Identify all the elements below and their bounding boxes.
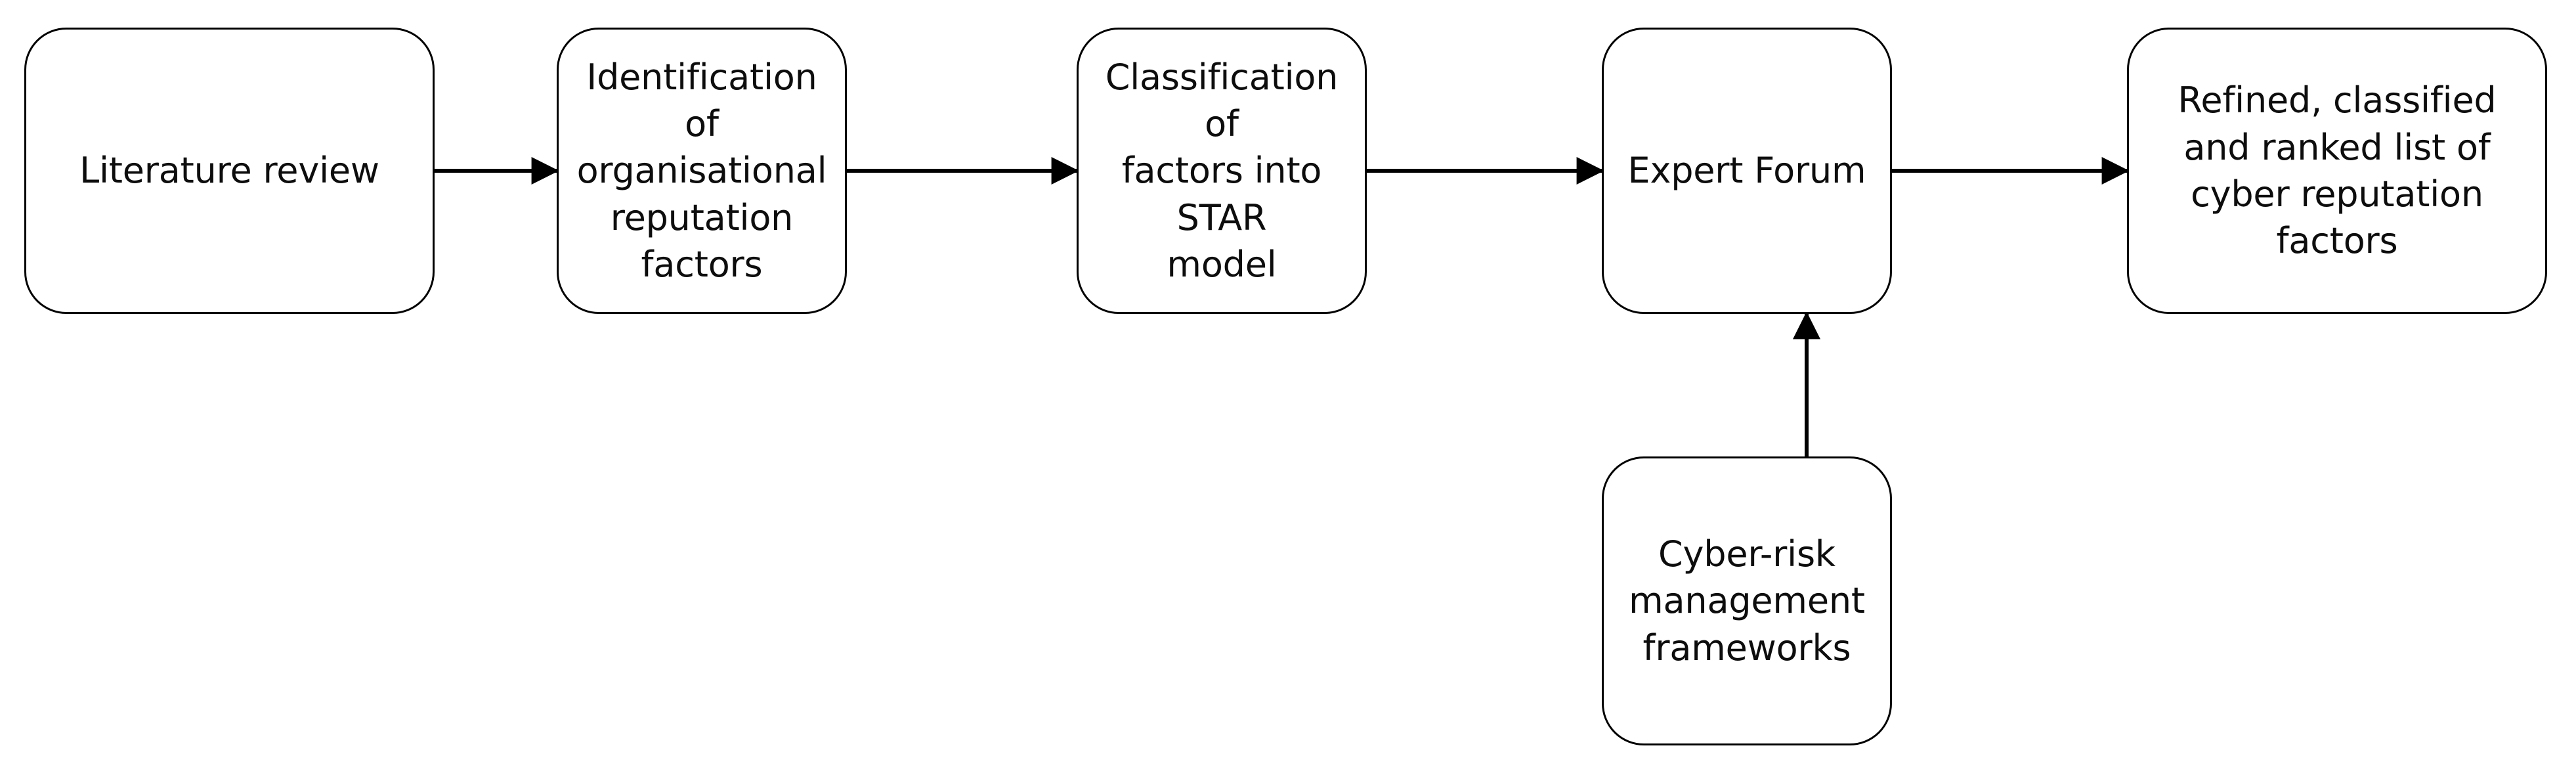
node-label-identification-of-organisational-reputation-factors: Identification of organisational reputat… [576,56,827,285]
node-identification-of-organisational-reputation-factors[interactable]: Identification of organisational reputat… [557,28,847,314]
node-label-literature-review: Literature review [79,150,379,192]
node-cyber-risk-management-frameworks[interactable]: Cyber-risk management frameworks [1602,456,1892,745]
node-literature-review[interactable]: Literature review [24,28,435,314]
node-expert-forum[interactable]: Expert Forum [1602,28,1892,314]
node-label-cyber-risk-management-frameworks: Cyber-risk management frameworks [1629,533,1865,669]
node-label-refined-classified-and-ranked-list: Refined, classified and ranked list of c… [2178,79,2497,262]
node-refined-classified-and-ranked-list[interactable]: Refined, classified and ranked list of c… [2127,28,2547,314]
node-label-classification-of-factors-into-star-model: Classification of factors into STAR mode… [1105,56,1339,285]
node-classification-of-factors-into-star-model[interactable]: Classification of factors into STAR mode… [1077,28,1367,314]
node-label-expert-forum: Expert Forum [1627,150,1866,192]
